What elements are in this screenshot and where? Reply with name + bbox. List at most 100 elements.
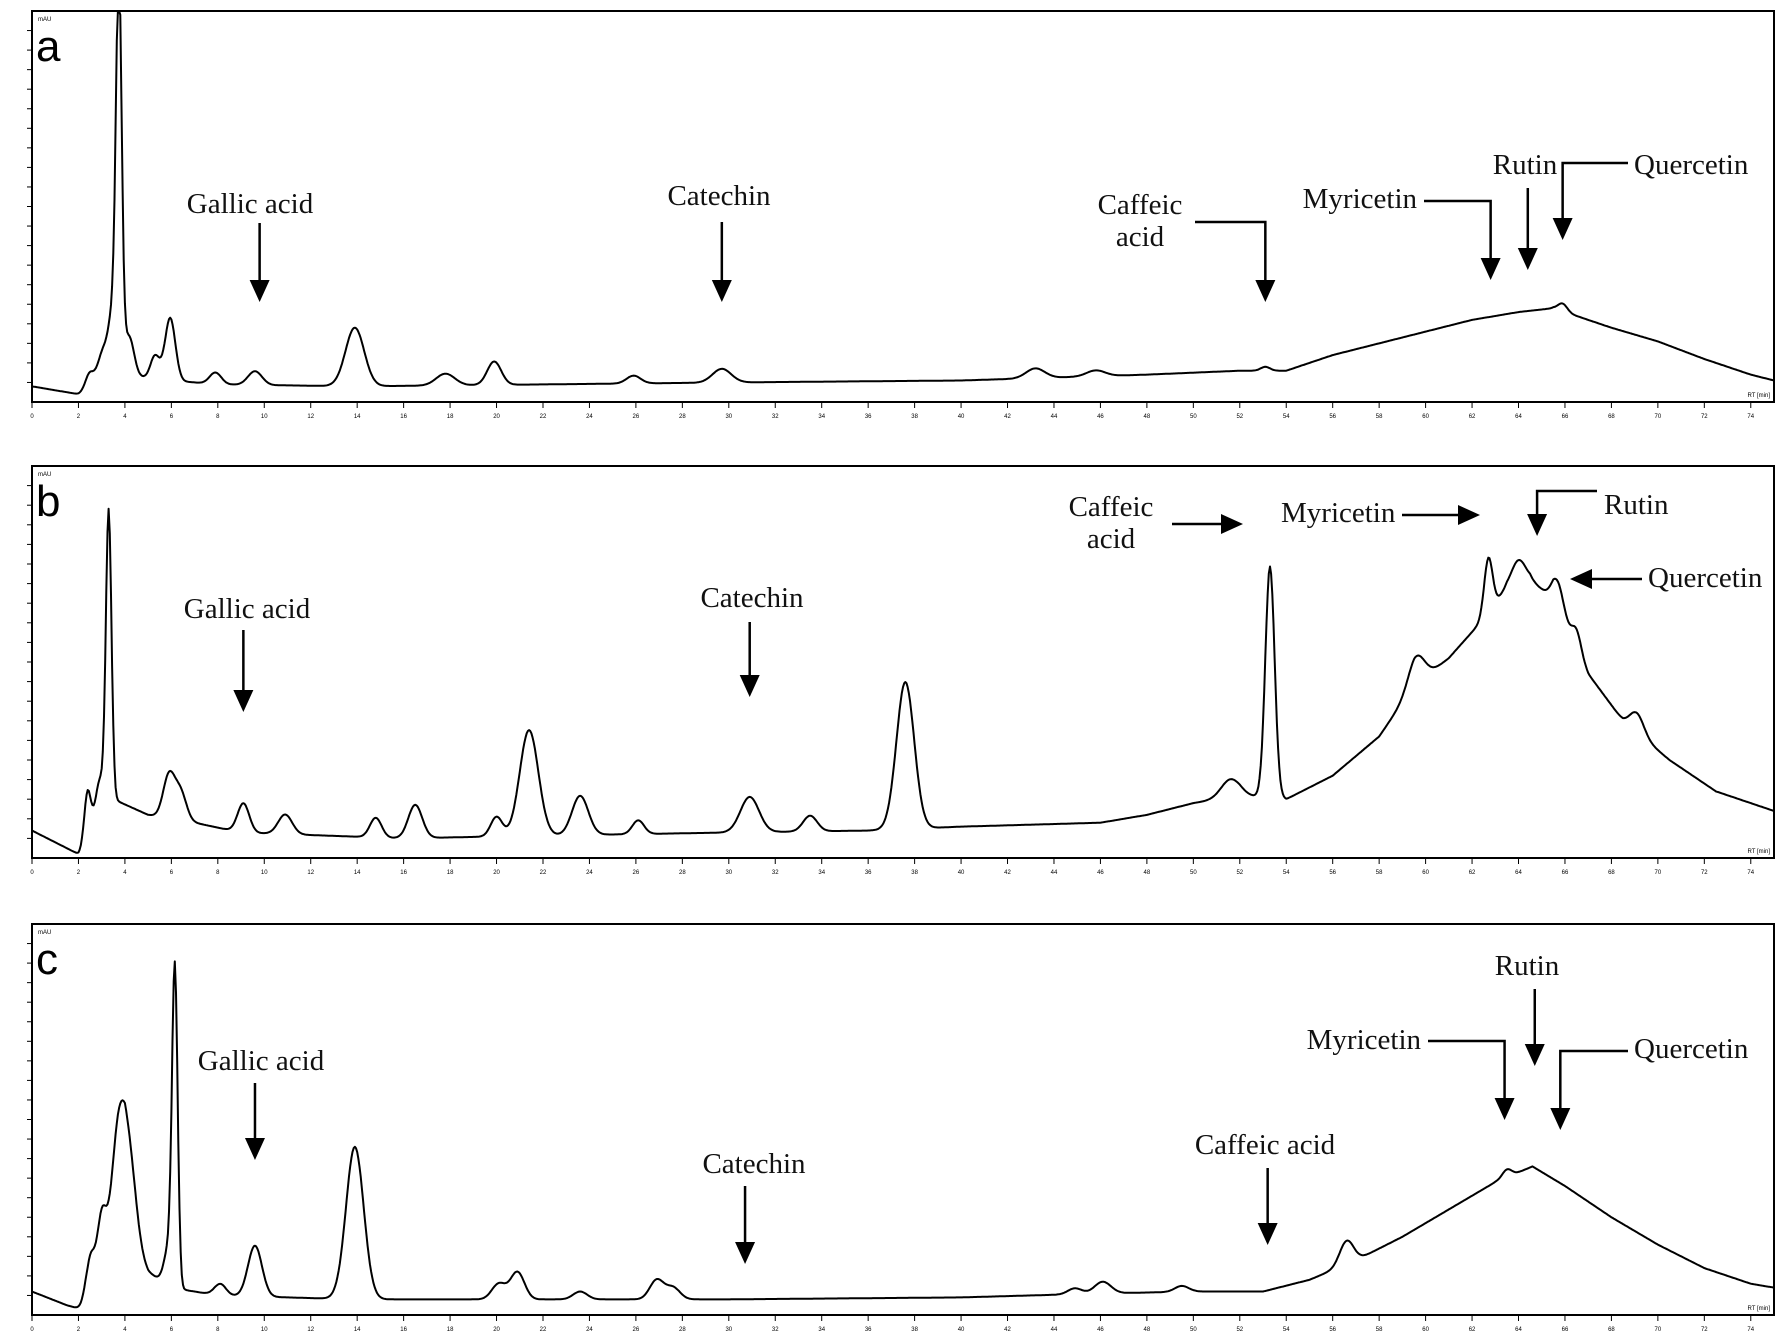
x-tick-label: 56 (1329, 1327, 1336, 1333)
arrow-head (735, 1242, 756, 1264)
x-tick-label: 18 (447, 1327, 454, 1333)
annotation-label-line: acid (1116, 221, 1165, 253)
x-tick-label: 6 (170, 414, 174, 420)
arrow-head (249, 280, 270, 302)
arrow-head (1494, 1098, 1515, 1120)
x-tick-label: 58 (1376, 1327, 1383, 1333)
x-tick-label: 70 (1655, 1327, 1662, 1333)
x-tick-label: 74 (1747, 1327, 1754, 1333)
annotation-quercetin: Quercetin (1550, 1033, 1749, 1130)
x-tick-label: 64 (1515, 414, 1522, 420)
x-tick-label: 68 (1608, 414, 1615, 420)
x-tick-label: 54 (1283, 414, 1290, 420)
x-tick-label: 56 (1329, 870, 1336, 876)
annotation-label: Quercetin (1634, 149, 1749, 181)
x-tick-label: 30 (725, 414, 732, 420)
annotation-gallic-acid: Gallic acid (198, 1045, 325, 1160)
annotation-label: Myricetin (1307, 1024, 1422, 1056)
arrow-line (1424, 199, 1492, 262)
annotation-catechin: Catechin (700, 582, 804, 697)
arrow-head (1527, 514, 1548, 536)
annotation-label-line: Caffeic (1069, 491, 1154, 523)
arrow-line (1195, 220, 1267, 284)
annotation-label: Caffeic acid (1195, 1129, 1336, 1161)
annotation-caffeic-acid: Caffeic acid (1195, 1129, 1336, 1245)
annotation-quercetin: Quercetin (1570, 562, 1763, 594)
panel-letter: a (36, 22, 61, 71)
x-tick-label: 8 (216, 870, 220, 876)
x-tick-label: 38 (911, 1327, 918, 1333)
x-tick-label: 22 (540, 870, 547, 876)
annotation-catechin: Catechin (702, 1148, 806, 1264)
x-tick-label: 34 (818, 870, 825, 876)
x-tick-label: 20 (493, 414, 500, 420)
annotation-rutin: Rutin (1527, 489, 1669, 536)
arrow-head (739, 675, 760, 697)
x-tick-label: 38 (911, 870, 918, 876)
x-tick-label: 58 (1376, 414, 1383, 420)
annotation-label: Quercetin (1634, 1033, 1749, 1065)
x-tick-label: 48 (1144, 414, 1151, 420)
x-tick-label: 22 (540, 414, 547, 420)
x-tick-label: 44 (1051, 870, 1058, 876)
x-tick-label: 52 (1236, 1327, 1243, 1333)
x-tick-label: 68 (1608, 1327, 1615, 1333)
chromatogram-trace (31, 507, 1775, 854)
arrow-head (1480, 258, 1501, 280)
arrow-line (1561, 161, 1628, 222)
x-tick-label: 12 (307, 870, 314, 876)
x-tick-label: 20 (493, 870, 500, 876)
y-axis-label: mAU (38, 930, 51, 936)
x-tick-label: 10 (261, 1327, 268, 1333)
x-tick-label: 14 (354, 870, 361, 876)
x-tick-label: 14 (354, 1327, 361, 1333)
annotation-rutin: Rutin (1495, 950, 1560, 1066)
plot-frame (31, 923, 1775, 1316)
arrow-head (1517, 248, 1538, 270)
x-tick-label: 70 (1655, 414, 1662, 420)
x-tick-label: 0 (30, 870, 34, 876)
x-tick-label: 60 (1422, 414, 1429, 420)
x-tick-label: 2 (77, 870, 81, 876)
annotation-label: Rutin (1493, 149, 1558, 181)
x-tick-label: 6 (170, 870, 174, 876)
x-tick-label: 44 (1051, 1327, 1058, 1333)
annotation-label: Rutin (1495, 950, 1560, 982)
x-tick-label: 4 (123, 414, 127, 420)
x-tick-label: 66 (1562, 414, 1569, 420)
x-tick-label: 34 (818, 414, 825, 420)
x-tick-label: 48 (1144, 870, 1151, 876)
x-tick-label: 52 (1236, 414, 1243, 420)
annotation-rutin: Rutin (1493, 149, 1558, 270)
x-tick-label: 62 (1469, 1327, 1476, 1333)
x-tick-label: 50 (1190, 1327, 1197, 1333)
annotation-myricetin: Myricetin (1307, 1024, 1515, 1120)
annotation-label: Gallic acid (198, 1045, 325, 1077)
arrow-head (1524, 1044, 1545, 1066)
x-axis-label: RT [min] (1748, 849, 1771, 855)
chromatogram-trace (31, 960, 1775, 1309)
x-axis-label: RT [min] (1748, 1306, 1771, 1312)
x-tick-label: 74 (1747, 414, 1754, 420)
x-tick-label: 72 (1701, 870, 1708, 876)
arrow-head (1221, 514, 1243, 534)
x-tick-label: 74 (1747, 870, 1754, 876)
x-tick-label: 28 (679, 414, 686, 420)
x-tick-label: 50 (1190, 870, 1197, 876)
x-tick-label: 10 (261, 414, 268, 420)
annotation-myricetin: Myricetin (1281, 497, 1480, 529)
x-tick-label: 16 (400, 870, 407, 876)
x-tick-label: 16 (400, 414, 407, 420)
x-tick-label: 2 (77, 1327, 81, 1333)
x-tick-label: 24 (586, 414, 593, 420)
arrow-head (1458, 505, 1480, 525)
x-tick-label: 42 (1004, 1327, 1011, 1333)
